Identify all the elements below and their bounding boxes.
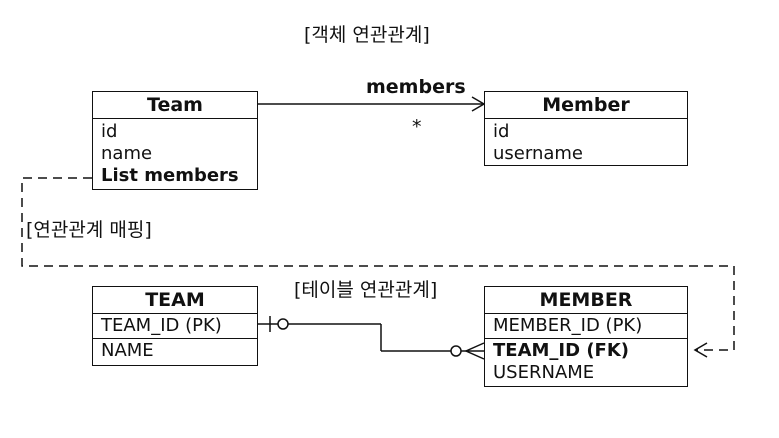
mapping-dashed-path <box>21 177 735 351</box>
team-field-name: name <box>101 143 153 164</box>
member-table-box: MEMBER MEMBER_ID (PK) TEAM_ID (FK) USERN… <box>484 286 688 387</box>
team-field-id: id <box>101 121 118 142</box>
member-table-fk: TEAM_ID (FK) <box>493 340 630 361</box>
mapping-arrowhead <box>693 342 708 358</box>
team-table-box: TEAM TEAM_ID (PK) NAME <box>92 286 258 366</box>
member-field-id: id <box>493 121 510 142</box>
table-relation-title: [테이블 연관관계] <box>294 279 438 301</box>
crows-foot-marker <box>464 342 485 360</box>
team-table-column-name: NAME <box>93 338 257 363</box>
one-optional-circle <box>277 318 289 330</box>
team-field-members: List members <box>101 165 239 186</box>
member-class-box: Member id username <box>484 91 688 166</box>
team-class-box: Team id name List members <box>92 91 258 190</box>
member-table-pk: MEMBER_ID (PK) <box>493 315 643 336</box>
member-field-username: username <box>493 143 583 164</box>
member-table-column-username: USERNAME <box>493 362 595 383</box>
mapping-title: [연관관계 매핑] <box>26 219 152 241</box>
many-optional-circle <box>450 345 462 357</box>
team-table-pk: TEAM_ID (PK) <box>101 315 222 336</box>
team-table-name: TEAM <box>93 287 257 314</box>
multiplicity-label: * <box>412 116 422 138</box>
member-table-name: MEMBER <box>485 287 687 314</box>
member-class-name: Member <box>485 92 687 119</box>
object-relation-title: [객체 연관관계] <box>304 24 430 46</box>
team-class-name: Team <box>93 92 257 119</box>
members-association-label: members <box>366 76 466 98</box>
